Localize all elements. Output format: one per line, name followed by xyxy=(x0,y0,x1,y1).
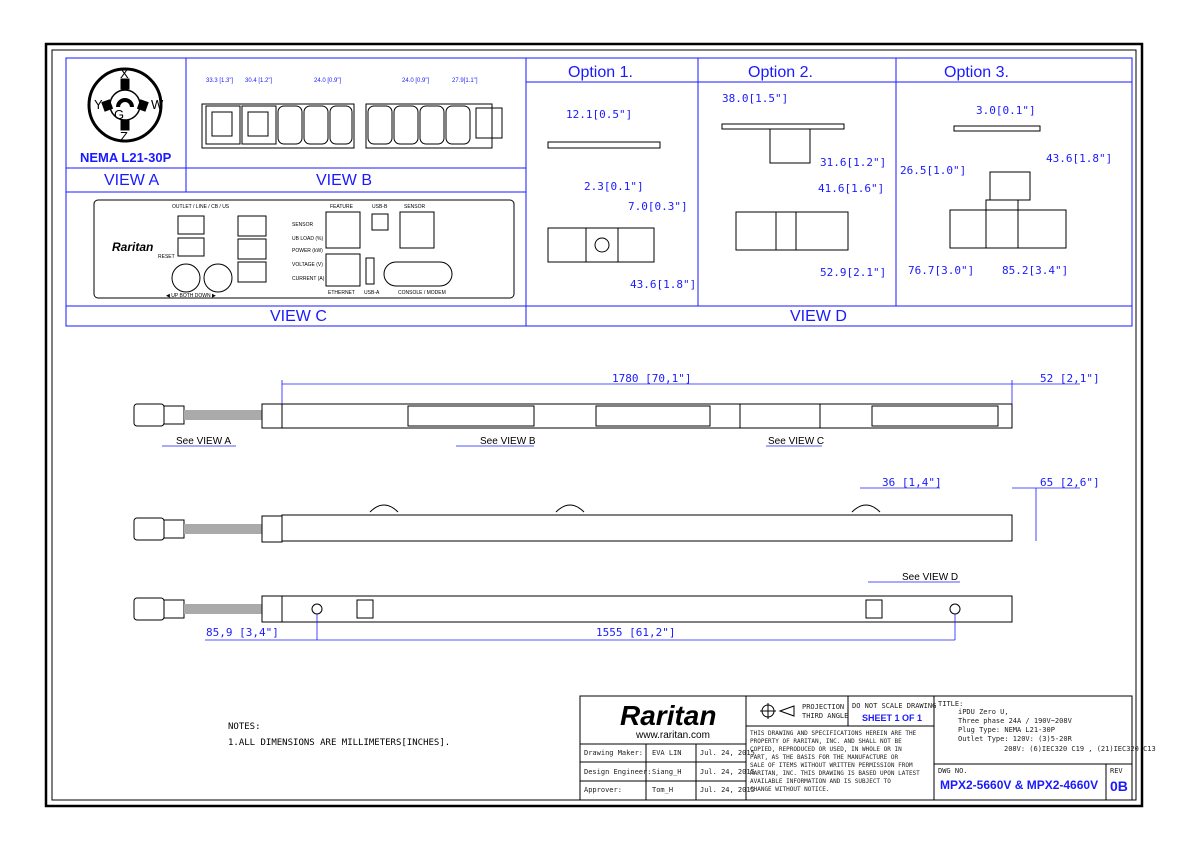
opt1-dim: 43.6[1.8"] xyxy=(630,278,697,291)
panel-header: OUTLET / LINE / CB / US xyxy=(172,204,230,210)
panel-indicator: CURRENT (A) xyxy=(292,276,325,282)
view-c-label: VIEW C xyxy=(270,308,327,325)
panel-buttons: ◀ UP BOTH DOWN ▶ xyxy=(166,293,216,299)
dim-mount: 1555 [61,2"] xyxy=(596,626,676,639)
panel-ethernet: ETHERNET xyxy=(328,290,355,296)
see-view-b: See VIEW B xyxy=(480,436,536,447)
tb-rev: 0B xyxy=(1110,778,1128,794)
see-view-a: See VIEW A xyxy=(176,436,232,447)
tb-no-scale: DO NOT SCALE DRAWING xyxy=(852,702,937,710)
dim-depth: 65 [2,6"] xyxy=(1040,476,1100,489)
view-b-dim: 30.4 [1.2"] xyxy=(245,78,273,84)
view-b-dim: 24.0 [0.9"] xyxy=(402,78,430,84)
panel-indicator: POWER (kW) xyxy=(292,248,323,254)
panel-brand: Raritan xyxy=(112,240,154,254)
tb-sheet: SHEET 1 OF 1 xyxy=(862,713,923,723)
tb-date: Jul. 24, 2015 xyxy=(700,786,755,794)
plug-face-icon xyxy=(87,67,163,143)
tb-legal: RARITAN, INC. THIS DRAWING IS BASED UPON… xyxy=(750,770,920,777)
tb-legal: THIS DRAWING AND SPECIFICATIONS HEREIN A… xyxy=(750,730,917,737)
view-b-dim: 24.0 [0.9"] xyxy=(314,78,342,84)
opt1-dim: 7.0[0.3"] xyxy=(628,200,688,213)
plug-letter-w: W xyxy=(151,97,164,112)
tb-title-line: 208V: (6)IEC320 C19 , (21)IEC320 C13 xyxy=(1004,745,1156,753)
tb-title-line: Plug Type: NEMA L21-30P xyxy=(958,726,1055,734)
view-a-label: VIEW A xyxy=(104,172,160,189)
panel-console: CONSOLE / MODEM xyxy=(398,290,446,296)
panel-feature: FEATURE xyxy=(330,204,353,210)
notes-line: 1.ALL DIMENSIONS ARE MILLIMETERS[INCHES]… xyxy=(228,738,451,748)
tb-projection: THIRD ANGLE xyxy=(802,712,849,720)
opt1-dim: 12.1[0.5"] xyxy=(566,108,633,121)
tb-name: Tom_H xyxy=(652,786,674,794)
view-b-label: VIEW B xyxy=(316,172,373,189)
view-b-dim: 27.9[1.1"] xyxy=(452,78,478,84)
view-d-label: VIEW D xyxy=(790,308,847,325)
panel-usb-b: USB-B xyxy=(372,204,388,210)
opt2-dim: 41.6[1.6"] xyxy=(818,182,885,195)
opt3-dim: 43.6[1.8"] xyxy=(1046,152,1113,165)
opt2-dim: 31.6[1.2"] xyxy=(820,156,887,169)
tb-name: Siang_H xyxy=(652,768,682,776)
panel-indicator: VOLTAGE (V) xyxy=(292,262,323,268)
dim-length: 1780 [70,1"] xyxy=(612,372,692,385)
dim-offset: 85,9 [3,4"] xyxy=(206,626,279,639)
option-1-title: Option 1. xyxy=(568,64,633,81)
tb-title-line: Three phase 24A / 190V~208V xyxy=(958,717,1072,725)
tb-date: Jul. 24, 2015 xyxy=(700,749,755,757)
tb-role: Drawing Maker: xyxy=(584,749,644,757)
tb-legal: AVAILABLE INFORMATION AND IS SUBJECT TO xyxy=(750,778,891,785)
opt3-dim: 3.0[0.1"] xyxy=(976,104,1036,117)
tb-role: Approver: xyxy=(584,786,622,794)
tb-legal: PROPERTY OF RARITAN, INC. AND SHALL NOT … xyxy=(750,738,902,745)
option-3-title: Option 3. xyxy=(944,64,1009,81)
tb-title-label: TITLE: xyxy=(938,700,964,708)
tb-dwg-no: MPX2-5660V & MPX2-4660V xyxy=(940,778,1099,792)
tb-projection: PROJECTION xyxy=(802,703,845,711)
tb-dwg-label: DWG NO. xyxy=(938,767,968,775)
opt3-dim: 26.5[1.0"] xyxy=(900,164,967,177)
tb-legal: COPIED, REPRODUCED OR USED, IN WHOLE OR … xyxy=(750,746,902,753)
tb-legal: CHANGE WITHOUT NOTICE. xyxy=(750,786,830,793)
opt3-dim: 76.7[3.0"] xyxy=(908,264,975,277)
panel-usb-a: USB-A xyxy=(364,290,380,296)
opt2-dim: 52.9[2.1"] xyxy=(820,266,887,279)
plug-letter-y: Y xyxy=(94,97,103,112)
nema-label: NEMA L21-30P xyxy=(80,150,172,165)
see-view-c: See VIEW C xyxy=(768,436,825,447)
panel-sensor: SENSOR xyxy=(404,204,426,210)
tb-brand: Raritan xyxy=(620,700,717,731)
tb-title-line: iPDU Zero U, xyxy=(958,708,1009,716)
plug-letter-g: G xyxy=(114,107,125,122)
tb-role: Design Engineer: xyxy=(584,768,652,776)
dim-height: 36 [1,4"] xyxy=(882,476,942,489)
tb-date: Jul. 24, 2015 xyxy=(700,768,755,776)
opt2-dim: 38.0[1.5"] xyxy=(722,92,789,105)
dim-end: 52 [2,1"] xyxy=(1040,372,1100,385)
see-view-d: See VIEW D xyxy=(902,572,959,583)
plug-letter-z: Z xyxy=(120,129,128,144)
option-2-title: Option 2. xyxy=(748,64,813,81)
tb-legal: PART, AS THE BASIS FOR THE MANUFACTURE O… xyxy=(750,754,899,761)
notes-heading: NOTES: xyxy=(228,722,261,732)
tb-title-line: Outlet Type: 120V: (3)5-20R xyxy=(958,735,1072,743)
tb-name: EVA LIN xyxy=(652,749,682,757)
tb-rev-label: REV xyxy=(1110,767,1123,775)
panel-indicator: UB LOAD (%) xyxy=(292,236,324,242)
tb-legal: SALE OF ITEMS WITHOUT WRITTEN PERMISSION… xyxy=(750,762,913,769)
opt3-dim: 85.2[3.4"] xyxy=(1002,264,1069,277)
panel-indicator: SENSOR xyxy=(292,222,314,228)
panel-reset: RESET xyxy=(158,254,175,260)
tb-website: www.raritan.com xyxy=(636,730,710,741)
view-b-dim: 33.3 [1.3"] xyxy=(206,78,234,84)
opt1-dim: 2.3[0.1"] xyxy=(584,180,644,193)
plug-letter-x: X xyxy=(120,66,129,81)
